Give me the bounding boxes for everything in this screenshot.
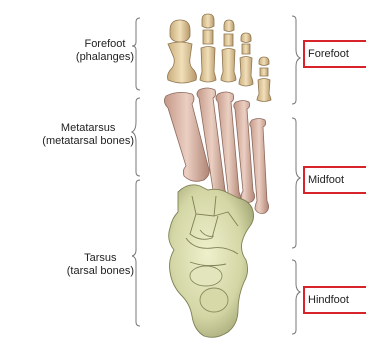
label-tarsus: Tarsus (tarsal bones) [67,252,134,278]
label-metatarsus-sub: (metatarsal bones) [42,135,134,148]
label-metatarsus: Metatarsus (metatarsal bones) [42,122,134,148]
box-forefoot: Forefoot [303,40,366,68]
bracket-hindfoot-right [292,260,300,334]
bracket-midfoot-right [292,118,300,248]
label-forefoot-phalanges: Forefoot (phalanges) [76,38,134,64]
label-metatarsus-name: Metatarsus [42,122,134,135]
label-tarsus-sub: (tarsal bones) [67,265,134,278]
tarsal-bones [169,185,254,337]
right-brackets [292,16,300,334]
label-forefoot-name: Forefoot [76,38,134,51]
phalanges-bones [168,14,272,102]
box-hindfoot: Hindfoot [303,286,366,314]
bracket-forefoot-right [292,16,300,104]
label-tarsus-name: Tarsus [67,252,134,265]
left-brackets [132,18,140,326]
box-midfoot: Midfoot [303,166,366,194]
label-forefoot-sub: (phalanges) [76,51,134,64]
